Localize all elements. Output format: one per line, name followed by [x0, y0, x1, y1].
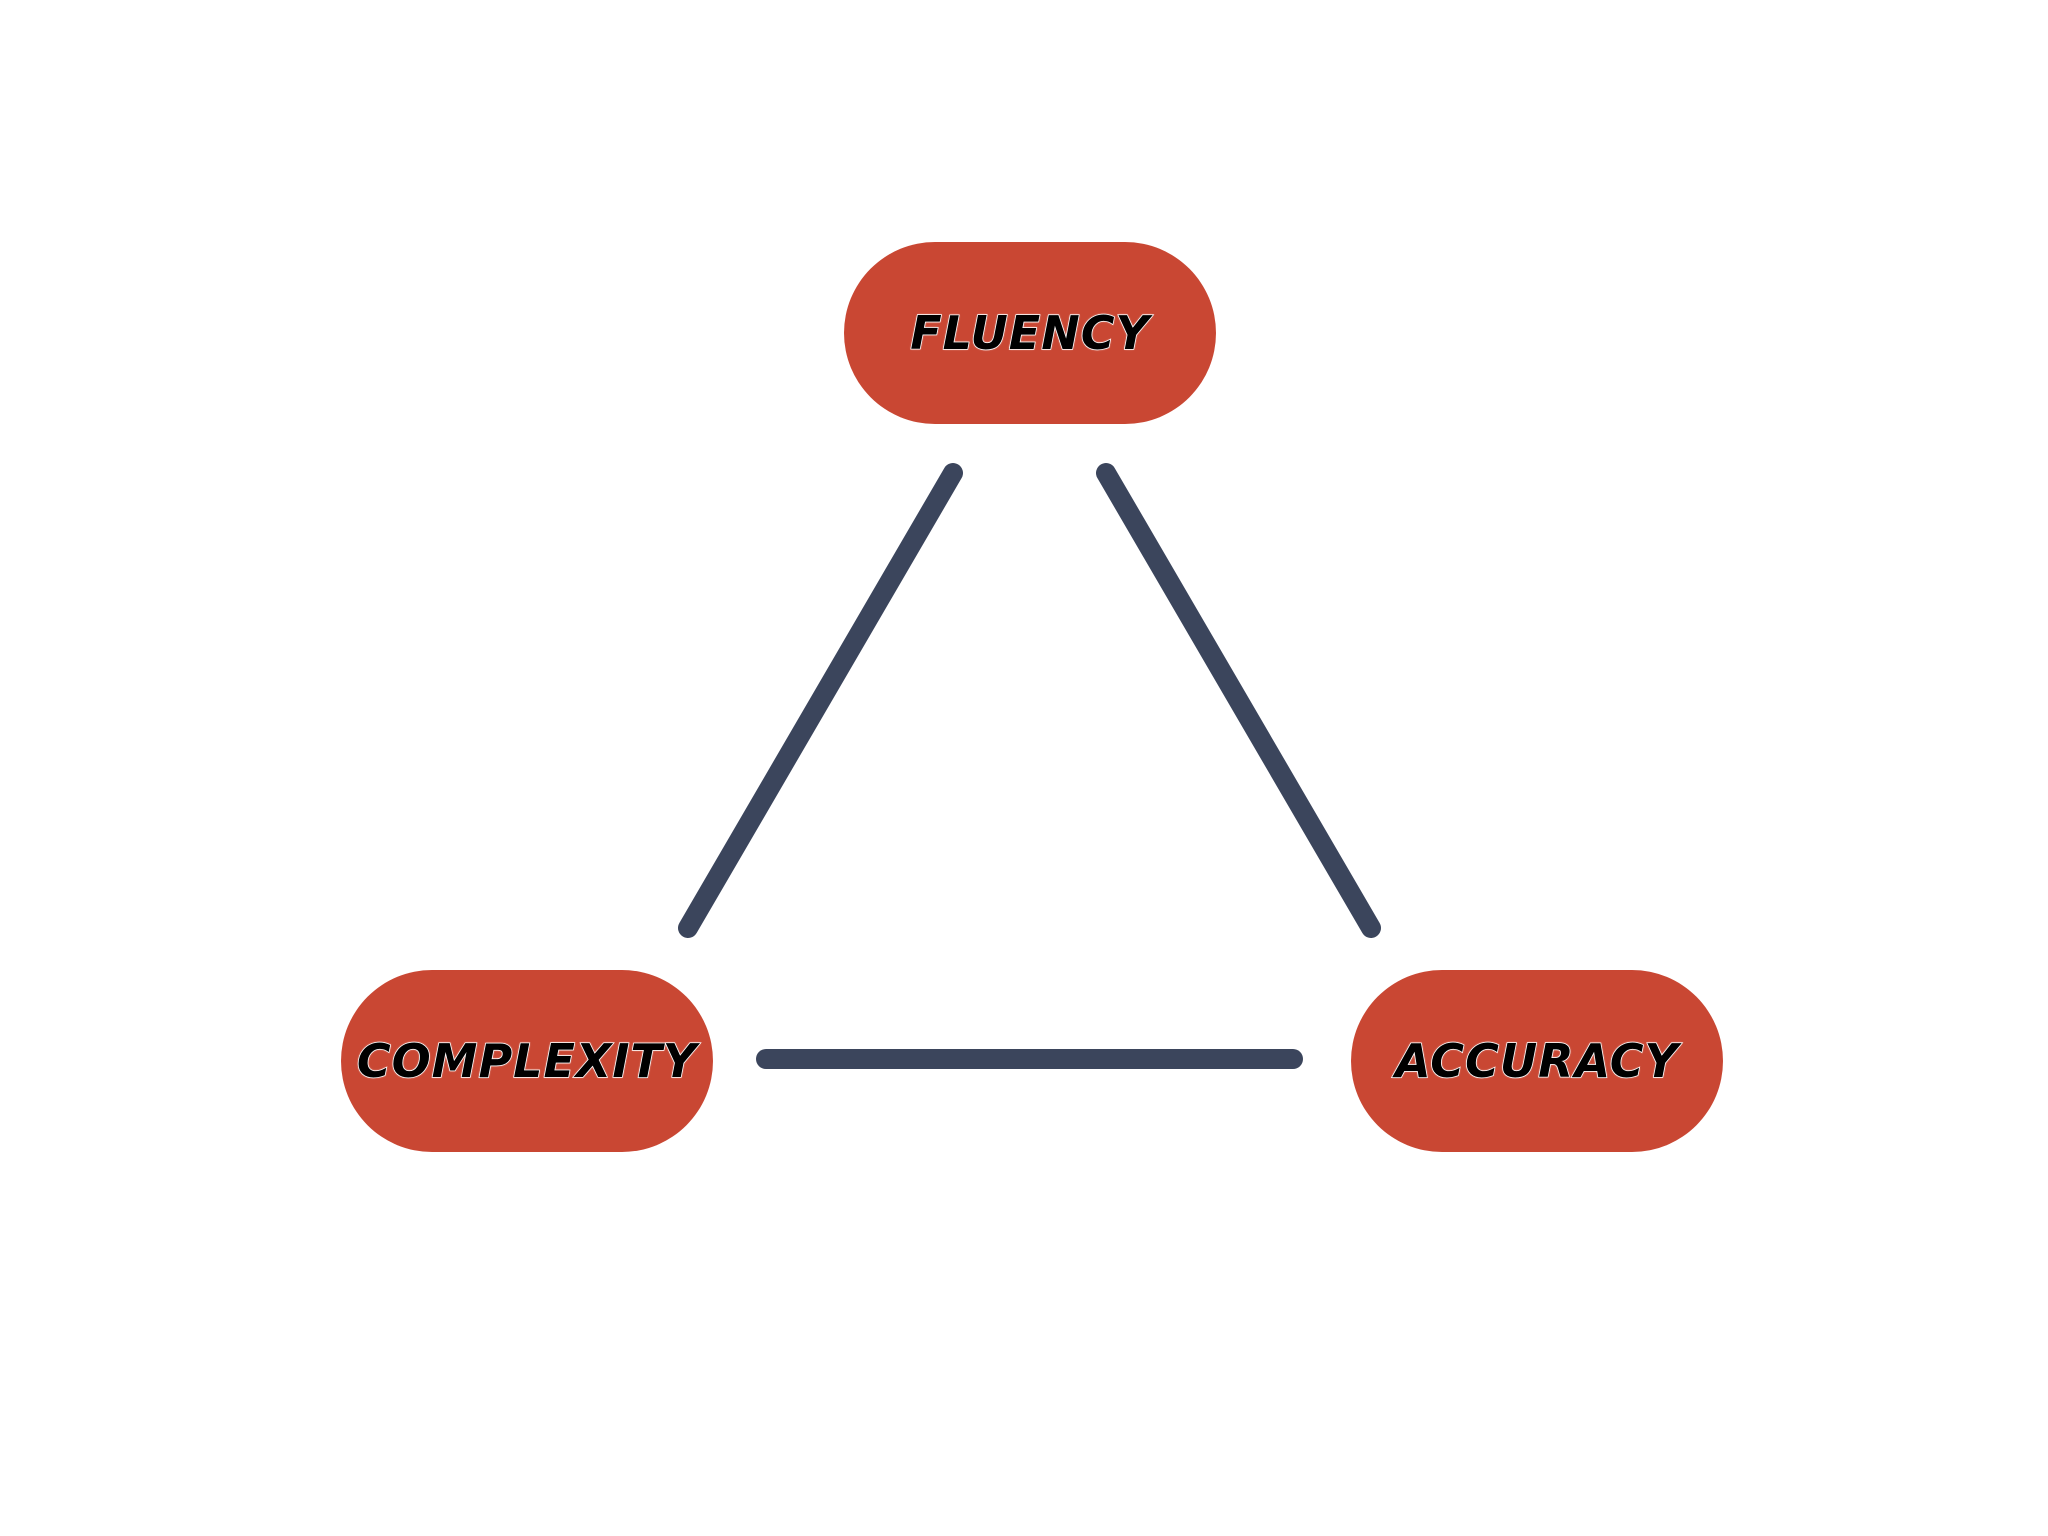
node-complexity: COMPLEXITY: [341, 970, 713, 1152]
node-accuracy-label: ACCURACY: [1394, 1033, 1679, 1089]
node-complexity-label: COMPLEXITY: [356, 1033, 698, 1089]
node-accuracy: ACCURACY: [1351, 970, 1723, 1152]
edge-fluency-accuracy: [1096, 463, 1381, 938]
edge-fluency-complexity: [678, 463, 963, 938]
node-fluency: FLUENCY: [844, 242, 1216, 424]
node-fluency-label: FLUENCY: [909, 305, 1150, 361]
